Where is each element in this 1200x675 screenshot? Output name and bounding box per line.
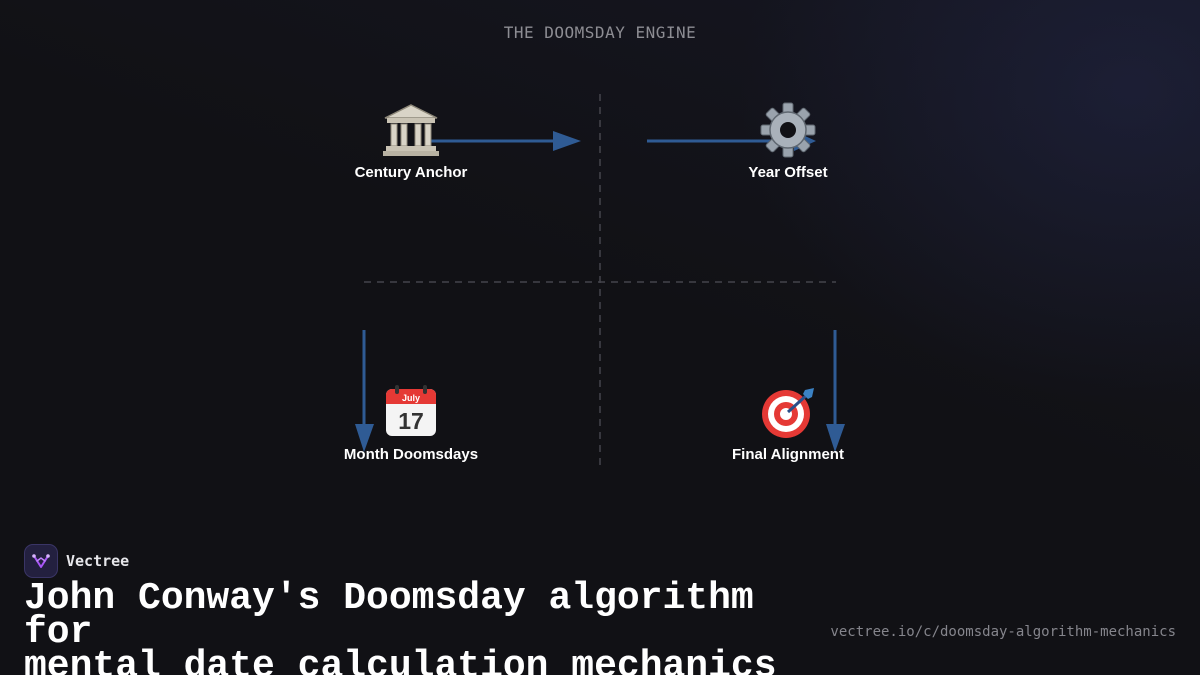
- arrow-to-final-alignment: [826, 330, 845, 452]
- node-label: Year Offset: [748, 164, 828, 181]
- arrow-to-month-doomsdays: [355, 330, 374, 452]
- calendar-day-text: 17: [398, 408, 424, 434]
- gear-icon: [760, 102, 816, 158]
- classical-building-icon: [383, 104, 439, 156]
- brand: Vectree: [24, 544, 129, 578]
- source-url: vectree.io/c/doomsday-algorithm-mechanic…: [830, 624, 1176, 640]
- node-final-alignment: Final Alignment: [688, 384, 888, 463]
- headline-line-2: mental date calculation mechanics: [24, 645, 777, 675]
- target-icon: [762, 388, 814, 438]
- node-year-offset: Year Offset: [688, 102, 888, 181]
- brand-name: Vectree: [66, 552, 130, 570]
- node-label: Final Alignment: [732, 446, 844, 463]
- arrow-century-to-divider: [430, 131, 581, 151]
- node-label: Century Anchor: [354, 164, 468, 181]
- headline: John Conway's Doomsday algorithm for men…: [24, 577, 824, 675]
- calendar-icon: July 17: [386, 385, 436, 436]
- diagram-title: THE DOOMSDAY ENGINE: [503, 23, 697, 42]
- node-century-anchor: Century Anchor: [311, 102, 511, 181]
- vectree-logo-icon: [24, 544, 58, 578]
- headline-line-1: John Conway's Doomsday algorithm for: [24, 577, 754, 654]
- node-label: Month Doomsdays: [343, 446, 479, 463]
- calendar-month-text: July: [402, 393, 420, 403]
- node-month-doomsdays: July 17 Month Doomsdays: [311, 384, 511, 463]
